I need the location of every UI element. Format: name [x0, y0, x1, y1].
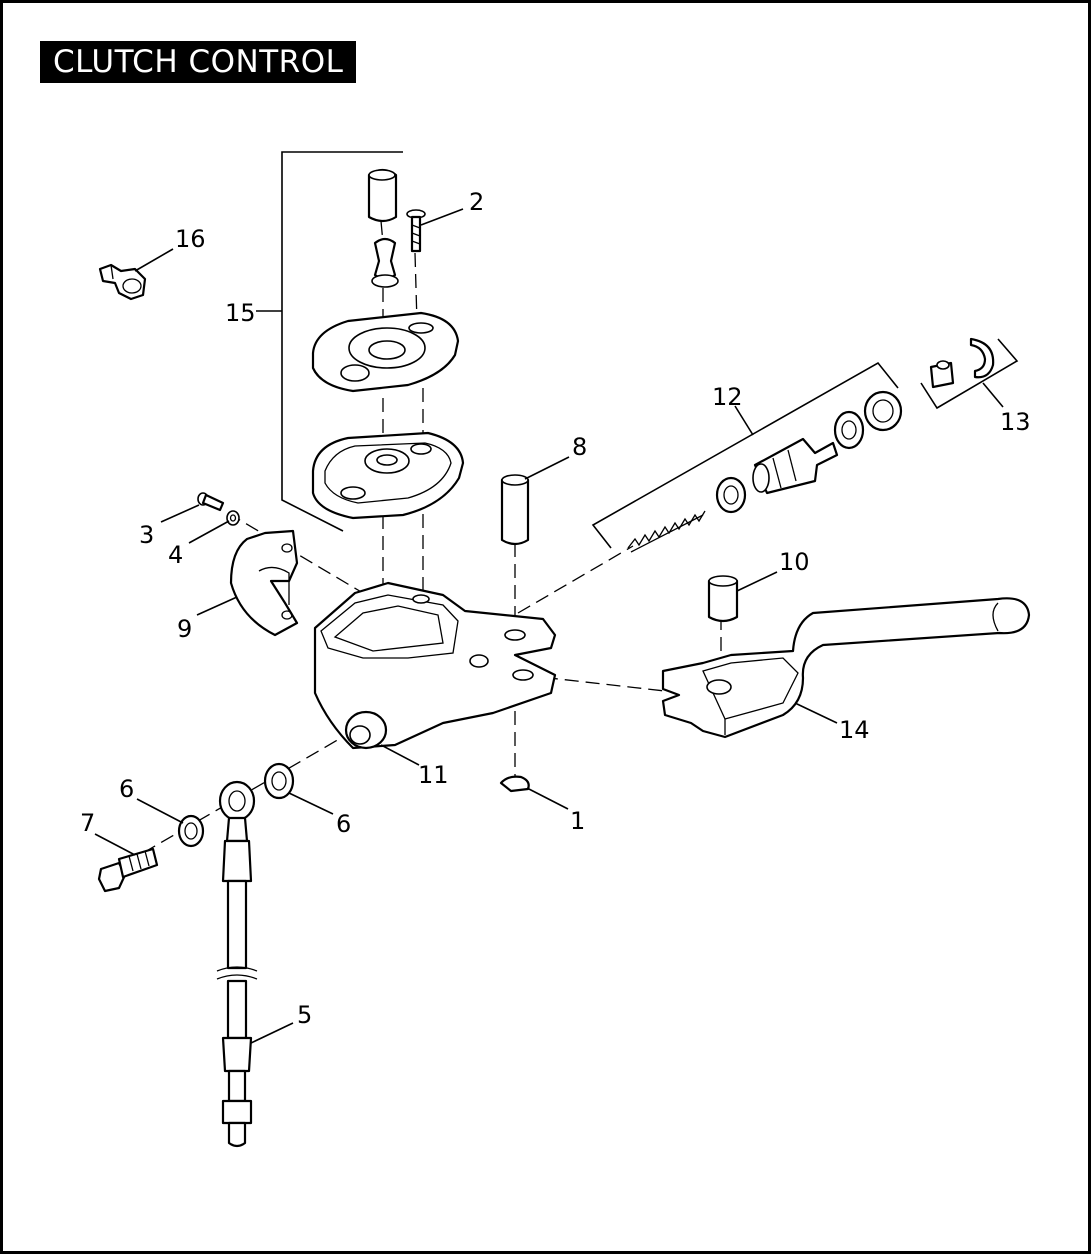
callout-1: 1 [570, 807, 585, 835]
callout-2: 2 [469, 188, 484, 216]
screw-part-3 [197, 492, 225, 512]
pushrod-kit-part-13 [929, 337, 995, 389]
clip-part-16 [98, 263, 147, 301]
piston-part [752, 437, 839, 495]
bushing-part-10 [707, 575, 739, 623]
exploded-parts-diagram: 2 16 15 12 13 8 3 4 10 9 14 11 6 1 6 7 5 [80, 151, 1031, 1148]
callout-12: 12 [712, 383, 743, 411]
callout-10: 10 [779, 548, 810, 576]
callout-4: 4 [168, 541, 183, 569]
clutch-hose-part-5 [216, 780, 258, 1148]
callout-13: 13 [1000, 408, 1031, 436]
pivot-pin-part-8 [500, 474, 530, 546]
diaphragm-part [311, 431, 465, 520]
banjo-bolt-part-7 [97, 847, 159, 893]
bracket-13 [920, 338, 1019, 410]
retaining-ring-part-1 [499, 775, 530, 793]
callout-16: 16 [175, 225, 206, 253]
callout-3: 3 [139, 521, 154, 549]
reservoir-cap-part [367, 168, 398, 223]
clutch-lever-part-14 [661, 597, 1031, 739]
bracket-15 [256, 151, 403, 532]
callout-14: 14 [839, 716, 870, 744]
callout-5: 5 [297, 1001, 312, 1029]
seal-part [715, 476, 747, 514]
bracket-12 [591, 361, 899, 549]
master-cylinder-body [313, 581, 557, 750]
boot-seal-part [833, 390, 903, 450]
callout-6-left: 6 [119, 775, 134, 803]
spring-part [627, 510, 706, 553]
reservoir-cover-part [311, 311, 460, 393]
washer-part-6-lower [177, 814, 205, 848]
washer-part-4 [226, 510, 240, 526]
callout-8: 8 [572, 433, 587, 461]
callout-15: 15 [225, 299, 256, 327]
page-title: CLUTCH CONTROL [40, 41, 357, 83]
sight-plug-part [371, 237, 399, 288]
clamp-part-9 [229, 529, 299, 637]
callout-6-right: 6 [336, 810, 351, 838]
callout-labels: 2 16 15 12 13 8 3 4 10 9 14 11 6 1 6 7 5 [80, 188, 1031, 1029]
leader-lines [94, 208, 838, 1044]
callout-9: 9 [177, 615, 192, 643]
screw-part-2 [406, 209, 426, 253]
callout-11: 11 [418, 761, 449, 789]
callout-7: 7 [80, 809, 95, 837]
washer-part-6-upper [263, 762, 295, 800]
